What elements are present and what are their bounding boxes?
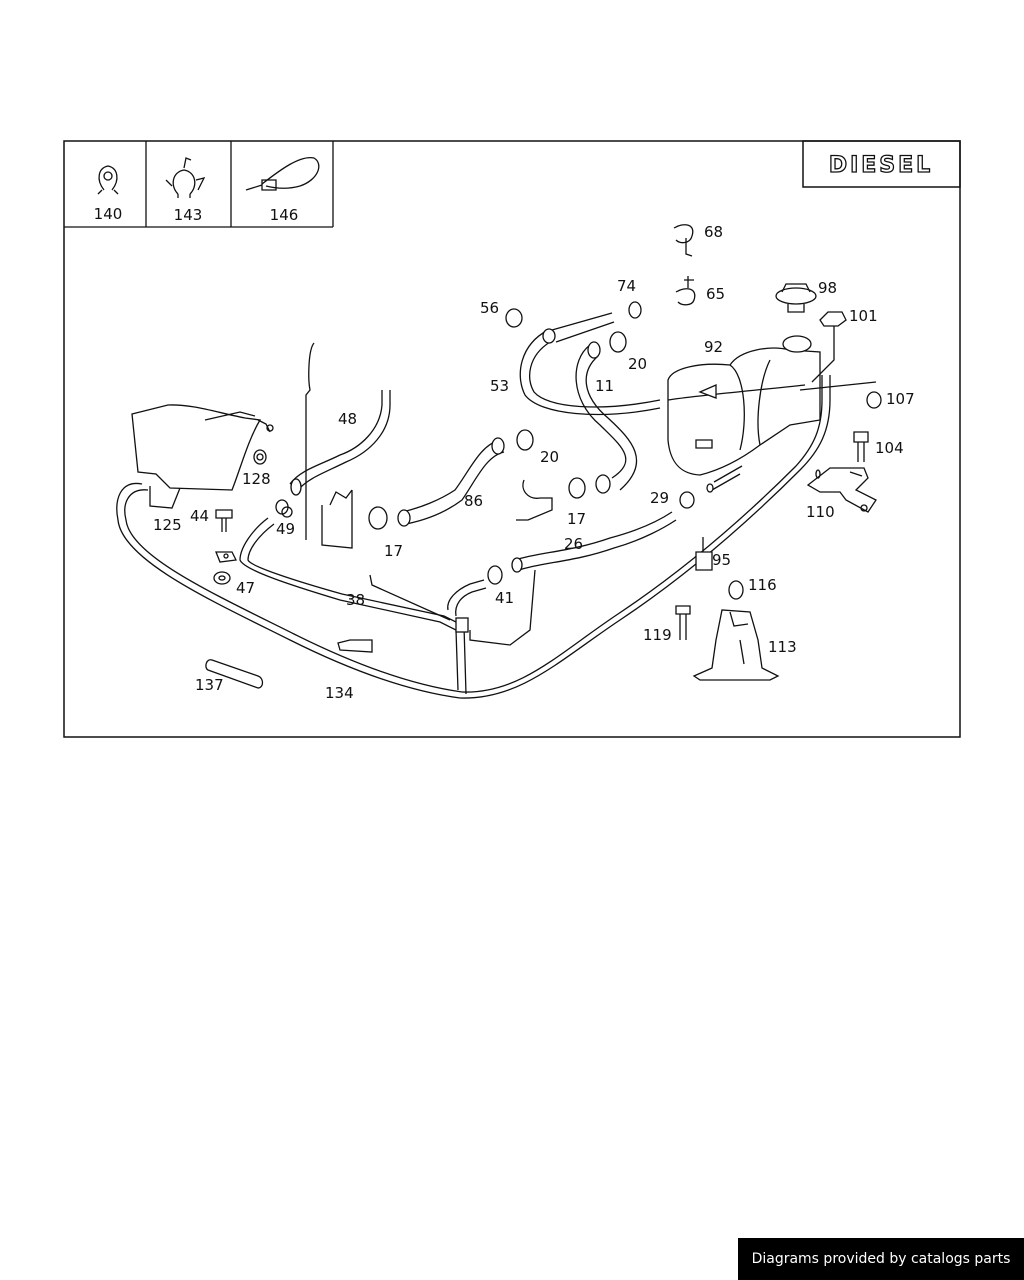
part-label: 17: [567, 510, 586, 528]
part-label: 26: [564, 535, 583, 553]
part-label: 119: [643, 626, 672, 644]
part-label: 113: [768, 638, 797, 656]
part-label: 20: [540, 448, 559, 466]
diagram-frame: [63, 140, 961, 738]
part-label: 86: [464, 492, 483, 510]
part-label: 44: [190, 507, 209, 525]
part-label: 107: [886, 390, 915, 408]
part-label: 110: [806, 503, 835, 521]
part-label: 41: [495, 589, 514, 607]
part-label: 11: [595, 377, 614, 395]
part-label: 29: [650, 489, 669, 507]
part-label: 53: [490, 377, 509, 395]
diesel-badge-box: [802, 140, 961, 188]
part-label: 98: [818, 279, 837, 297]
part-label: 74: [617, 277, 636, 295]
part-label: 65: [706, 285, 725, 303]
inset-labels: 140 143 146: [94, 205, 299, 224]
inset-label: 143: [174, 206, 203, 224]
attribution-footer: Diagrams provided by catalogs parts: [738, 1238, 1024, 1280]
part-label: 92: [704, 338, 723, 356]
part-label: 134: [325, 684, 354, 702]
part-label: 38: [346, 591, 365, 609]
part-label: 17: [384, 542, 403, 560]
inset-label: 146: [270, 206, 299, 224]
clamp-clip-icon: [97, 165, 119, 195]
part-label: 56: [480, 299, 499, 317]
inset-panel: [64, 141, 334, 228]
part-label: 49: [276, 520, 295, 538]
part-label: 137: [195, 676, 224, 694]
part-label: 47: [236, 579, 255, 597]
part-label: 20: [628, 355, 647, 373]
part-label: 95: [712, 551, 731, 569]
part-label: 104: [875, 439, 904, 457]
part-label: 125: [153, 516, 182, 534]
part-label: 48: [338, 410, 357, 428]
part-label: 68: [704, 223, 723, 241]
part-label: 128: [242, 470, 271, 488]
diesel-badge: DIESEL: [829, 153, 933, 178]
coolant-system-diagram: DIESEL: [63, 140, 961, 738]
inset-label: 140: [94, 205, 123, 223]
part-label: 101: [849, 307, 878, 325]
cable-tie-icon: [245, 157, 320, 191]
clamp-bracket-icon: [165, 157, 206, 198]
part-labels: 68 74 65 98 56 101 20 92 53 11 107 48 20…: [153, 223, 915, 702]
part-label: 116: [748, 576, 777, 594]
